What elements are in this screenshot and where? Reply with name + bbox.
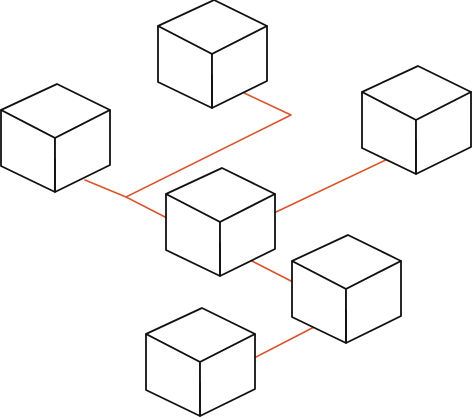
left-cube-icon: [0, 83, 111, 193]
connections: [84, 91, 391, 359]
connection-lower-right-cube-to-bottom-cube: [253, 324, 319, 359]
connection-center-cube-to-right-cube: [275, 157, 391, 213]
connection-top-cube-to-left-cube: [84, 91, 292, 198]
lower-right-cube-icon: [291, 234, 402, 344]
top-cube-icon: [157, 0, 268, 109]
bottom-cube-icon: [145, 307, 256, 417]
center-cube-icon: [165, 167, 276, 277]
connection-center-cube-to-lower-right-cube: [247, 258, 292, 282]
connection-left-cube-to-center-cube: [125, 196, 168, 219]
right-cube-icon: [361, 65, 472, 175]
